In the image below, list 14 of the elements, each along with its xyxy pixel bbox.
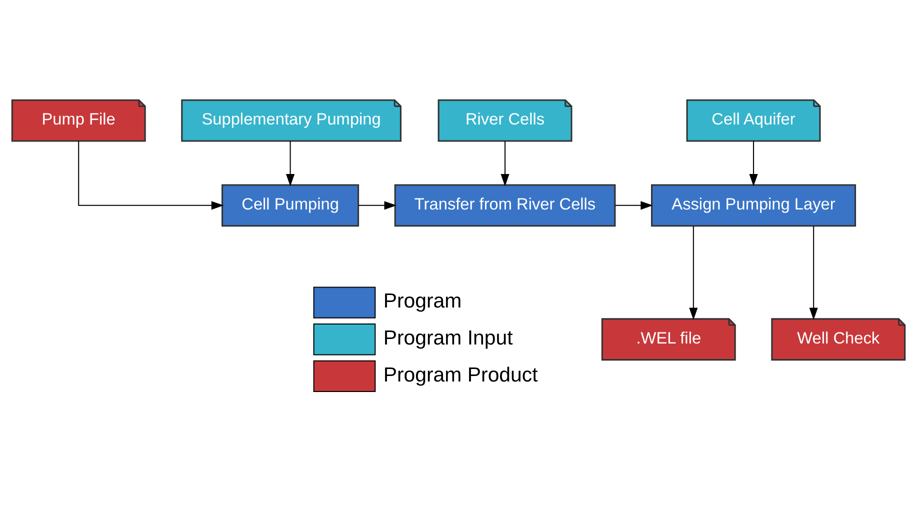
legend-label: Program xyxy=(383,289,462,312)
legend-label: Program Product xyxy=(383,362,538,386)
node-box: Cell Pumping xyxy=(222,184,360,226)
arrow xyxy=(78,140,224,210)
legend-label: Program Input xyxy=(383,326,513,349)
arrow xyxy=(358,200,397,210)
arrow xyxy=(500,140,510,186)
node-box: Assign Pumping Layer xyxy=(651,184,856,226)
arrow xyxy=(615,200,653,210)
arrow xyxy=(809,226,818,320)
arrow xyxy=(749,140,758,186)
arrow xyxy=(689,226,698,320)
node-box: Transfer from River Cells xyxy=(394,184,616,226)
arrow xyxy=(286,140,295,186)
